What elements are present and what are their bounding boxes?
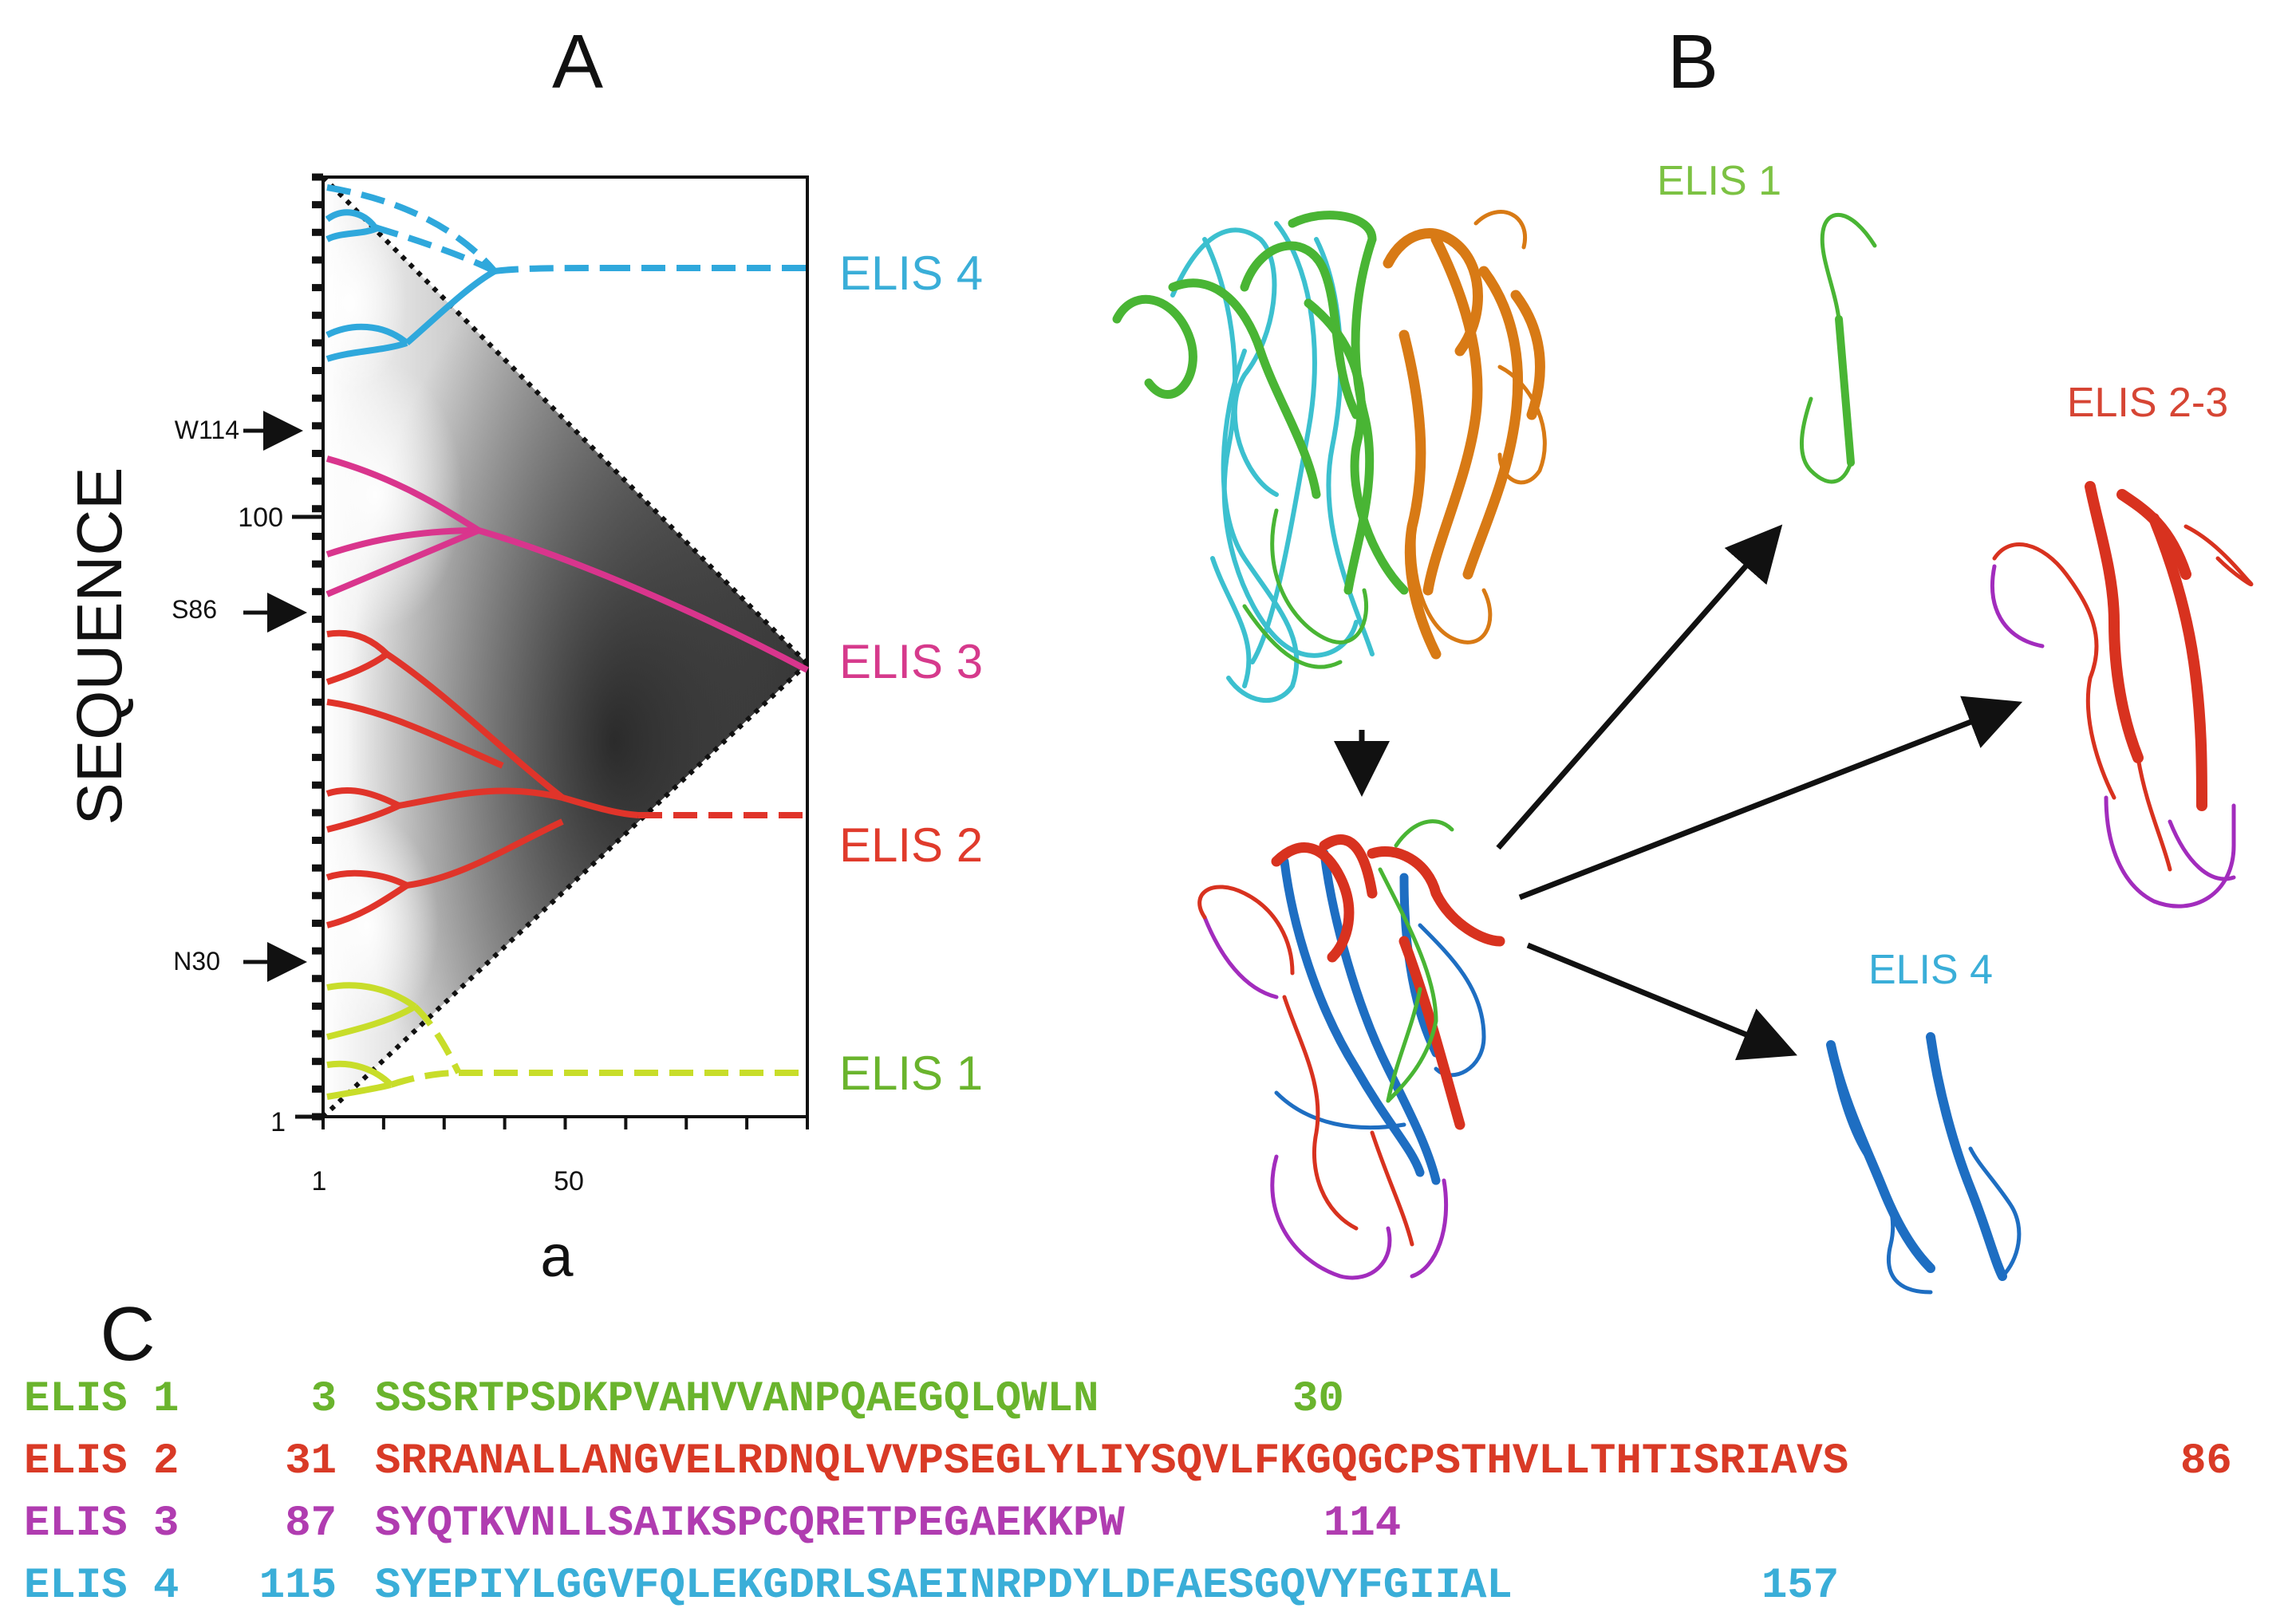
cone-light-patch [295,814,439,1037]
panel-c-sequences: ELIS 1 3 SSSRTPSDKPVAHVVANPQAEGQLQWLN 30… [24,1375,2232,1610]
elis1-ridges [326,982,807,1100]
seq-start: 31 [285,1437,337,1486]
cone-light-patch [287,359,463,630]
arrow-label-w114: W114 [175,416,239,444]
panel-a-wavelet-plot: 100 1 1 50 SEQUENCE a W114 S86 N30 ELIS … [64,173,983,1289]
sequence-row-elis4: ELIS 4 115 SYEPIYLGGVFQLEKGDRLSAEINRPDYL… [24,1562,1839,1610]
domain-label-elis4: ELIS 4 [839,246,983,300]
seq-start: 3 [311,1375,337,1424]
sequence-row-elis3: ELIS 3 87 SYQTKVNLLSAIKSPCQRETPEGAEKKPW … [24,1500,1401,1548]
monomer-blue-loops [1274,923,1486,1130]
green-chain-ribbon [1112,211,1409,595]
monomer-structure [1197,819,1505,1280]
panel-c-label: C [100,1291,155,1377]
seq-name: ELIS 3 [24,1500,179,1548]
seq-name: ELIS 1 [24,1375,179,1424]
monomer-red-loops [1197,885,1414,1247]
elis1-structure-label: ELIS 1 [1657,158,1781,204]
arrow-to-elis4 [1526,942,1797,1061]
cone-edge-upper [321,175,810,666]
elis1-fragment [1800,212,1877,484]
monomer-green-segment [1378,819,1454,1103]
orange-chain-ribbon [1383,228,1545,660]
seq-end: 86 [2180,1437,2232,1486]
elis2-3-fragment [1990,481,2254,909]
seq-residues: SRRANALLANGVELRDNQLVVPSEGLYLIYSQVLFKGQGC… [375,1437,1848,1486]
seq-name: ELIS 2 [24,1437,179,1486]
seq-residues: SYEPIYLGGVFQLEKGDRLSAEINRPDYLDFAESGQVYFG… [375,1562,1513,1610]
x-axis-ticks [322,1117,809,1129]
orange-chain-loops [1411,210,1547,644]
arrow-label-n30: N30 [173,947,220,976]
arrow-to-elis2-3 [1518,696,2023,901]
cyan-chain-ribbon [1170,221,1375,703]
elis2-3-structure-label: ELIS 2-3 [2067,380,2228,426]
elis2-3-red-ribbon [2085,481,2207,811]
arrow-to-elis1 [1496,524,1783,850]
seq-start: 115 [259,1562,337,1610]
domain-label-elis1: ELIS 1 [839,1047,983,1100]
elis4-structure-label: ELIS 4 [1868,947,1993,993]
seq-name: ELIS 4 [24,1562,179,1610]
seq-start: 87 [285,1500,337,1548]
elis2-3-purple-loops [1990,564,2236,909]
elis2-ridges [325,629,807,928]
y-tick-label-1: 1 [270,1107,286,1137]
seq-residues: SYQTKVNLLSAIKSPCQRETPEGAEKKPW [375,1500,1125,1548]
seq-end: 114 [1323,1500,1401,1548]
monomer-purple-loops [1202,915,1449,1280]
x-tick-label-50: 50 [554,1166,584,1196]
domain-label-elis2: ELIS 2 [839,818,983,872]
monomer-red-ribbon [1271,834,1505,1130]
y-axis-ticks [292,173,323,1121]
green-chain-loops [1242,508,1369,669]
y-tick-label-100: 100 [238,503,283,533]
elis4-fragment [1826,1032,2022,1295]
sequence-row-elis1: ELIS 1 3 SSSRTPSDKPVAHVVANPQAEGQLQWLN 30 [24,1375,1344,1424]
seq-residues: SSSRTPSDKPVAHVVANPQAEGQLQWLN [375,1375,1099,1424]
arrow-label-s86: S86 [172,595,217,624]
seq-end: 30 [1292,1375,1344,1424]
elis3-ridges [325,455,809,673]
x-axis-label: a [540,1223,574,1289]
domain-label-elis3: ELIS 3 [839,635,983,688]
panel-b-label: B [1667,19,1718,104]
panel-a-label: A [552,19,603,104]
full-trimer-structure [1112,210,1547,703]
panel-b-structures: ELIS 1 ELIS 2-3 [1112,158,2254,1295]
sequence-row-elis2: ELIS 2 31 SRRANALLANGVELRDNQLVVPSEGLYLIY… [24,1437,2232,1486]
x-tick-label-1: 1 [312,1166,327,1196]
elis2-3-red-loops [1992,524,2254,872]
seq-end: 157 [1761,1562,1839,1610]
elis4-ridges [325,184,807,362]
y-axis-label: SEQUENCE [64,467,135,826]
